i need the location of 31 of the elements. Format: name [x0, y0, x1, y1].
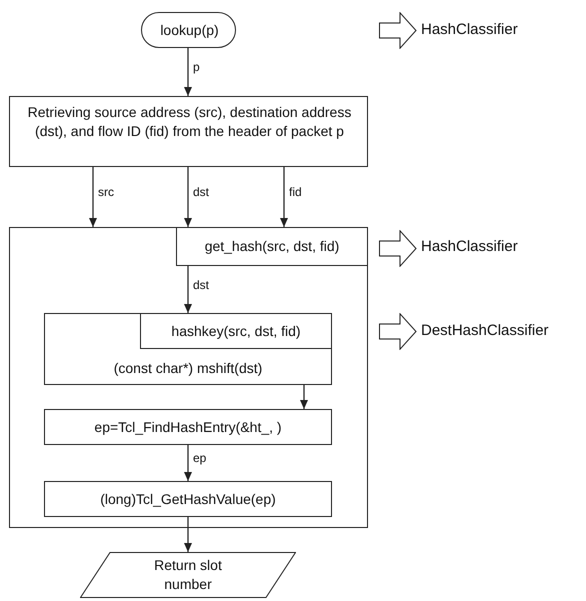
process-box	[44, 481, 332, 517]
node-label: ep=Tcl_FindHashEntry(&ht_, )	[93, 418, 283, 437]
class-name: HashClassifier	[421, 21, 518, 39]
arrow	[184, 517, 192, 552]
arrow	[184, 266, 192, 313]
output-parallelogram	[80, 552, 296, 598]
arrow	[184, 167, 192, 227]
node-label: get_hash(src, dst, fid)	[204, 237, 340, 256]
class-name: HashClassifier	[421, 238, 518, 256]
process-box	[9, 96, 368, 167]
node-label: Return slot number	[153, 556, 223, 594]
arrow	[300, 385, 308, 409]
arrow	[184, 445, 192, 481]
process-box	[44, 313, 332, 385]
edge-label: dst	[192, 185, 210, 199]
arrow	[184, 48, 192, 96]
node-label: lookup(p)	[159, 21, 220, 40]
process-box	[140, 313, 332, 349]
class-name: DestHashClassifier	[421, 322, 549, 340]
start-terminal	[141, 12, 236, 48]
edge-label: dst	[192, 278, 210, 292]
container-box	[9, 227, 368, 528]
process-box	[44, 409, 332, 445]
node-label: (const char*) mshift(dst)	[112, 359, 264, 378]
node-label: hashkey(src, dst, fid)	[170, 322, 302, 341]
node-label: Retrieving source address (src), destination address (dst), and flow ID (fid) from the header of packet p	[26, 103, 352, 141]
process-box	[176, 227, 368, 266]
arrow	[280, 167, 288, 227]
edge-label: fid	[288, 185, 303, 199]
node-label: (long)Tcl_GetHashValue(ep)	[99, 490, 277, 509]
arrow	[89, 167, 97, 227]
